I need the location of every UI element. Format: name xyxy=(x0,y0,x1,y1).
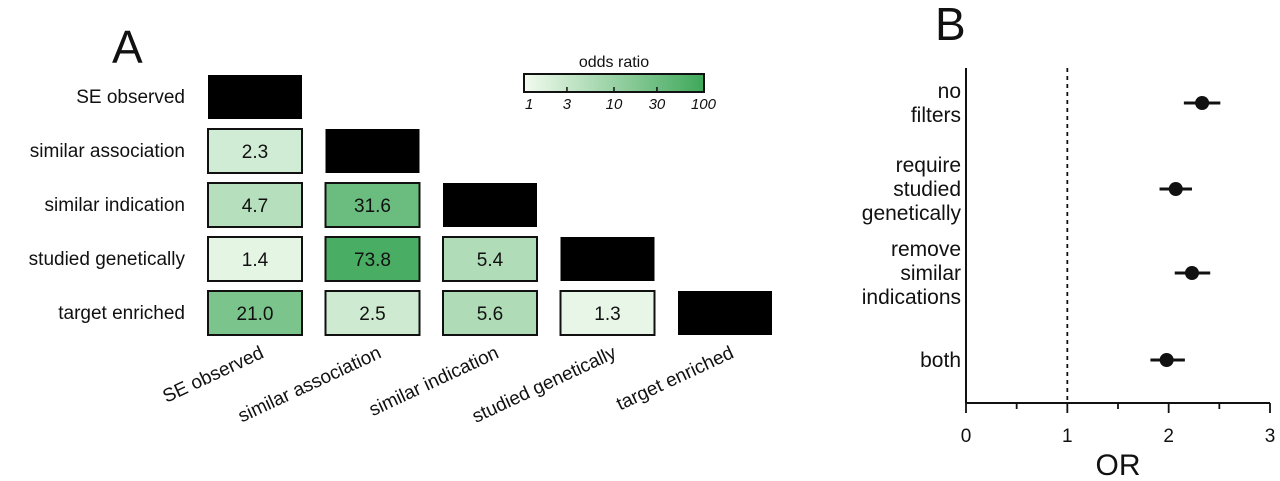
panel-b-letter: B xyxy=(935,0,966,50)
row-label: SE observed xyxy=(76,87,185,108)
cell-value-label: 4.7 xyxy=(242,196,268,217)
x-tick-label: 0 xyxy=(961,426,972,447)
diagonal-cell xyxy=(325,129,420,173)
panel-a-letter: A xyxy=(112,21,143,73)
heatmap-cell xyxy=(442,236,538,282)
cell-value-label: 21.0 xyxy=(237,304,274,325)
diagonal-cell xyxy=(560,237,655,281)
x-tick-label: 1 xyxy=(1062,426,1073,447)
heatmap-cell xyxy=(324,182,421,228)
odds-ratio-point xyxy=(1168,182,1183,196)
x-axis-label: OR xyxy=(1096,449,1141,481)
colorbar-tick-label: 30 xyxy=(649,96,666,113)
heatmap-cell xyxy=(324,290,421,336)
row-label: target enriched xyxy=(58,303,185,324)
colorbar-tick-label: 1 xyxy=(525,96,533,113)
odds-ratio-point xyxy=(1159,353,1174,367)
heatmap-cell xyxy=(559,290,656,336)
heatmap-cell xyxy=(324,236,421,282)
cell-value-label: 2.5 xyxy=(359,304,385,325)
heatmap-cell xyxy=(442,290,538,336)
column-label: SE observed xyxy=(160,342,267,407)
cell-value-label: 2.3 xyxy=(242,142,268,163)
heatmap-cell xyxy=(207,128,303,174)
cell-value-label: 31.6 xyxy=(354,196,391,217)
heatmap-cell xyxy=(207,236,303,282)
cell-value-label: 1.4 xyxy=(242,250,269,271)
column-label: target enriched xyxy=(613,342,737,415)
row-label: studied genetically xyxy=(29,249,186,270)
x-tick-label: 2 xyxy=(1163,426,1174,447)
diagonal-cell xyxy=(443,183,537,227)
cell-value-label: 5.6 xyxy=(477,304,503,325)
colorbar-tick-label: 3 xyxy=(563,96,572,113)
row-label: similar association xyxy=(30,141,185,162)
cell-value-label: 1.3 xyxy=(594,304,620,325)
colorbar-title: odds ratio xyxy=(579,54,649,71)
diagonal-cell xyxy=(678,291,772,335)
heatmap-cell xyxy=(207,290,303,336)
row-label: similar indication xyxy=(45,195,185,216)
colorbar: odds ratio 1 3 10 30 100 xyxy=(523,54,717,113)
colorbar-tick-label: 100 xyxy=(691,96,717,113)
odds-ratio-point xyxy=(1195,96,1210,110)
colorbar-tick-label: 10 xyxy=(606,96,623,113)
heatmap-cell xyxy=(207,182,303,228)
diagonal-cell xyxy=(208,75,302,119)
x-tick-label: 3 xyxy=(1265,426,1276,447)
row-category-label: both xyxy=(920,349,961,372)
cell-value-label: 5.4 xyxy=(477,250,504,271)
cell-value-label: 73.8 xyxy=(354,250,391,271)
heatmap-panel: SE observed similar association similar in… xyxy=(29,75,772,428)
odds-ratio-point xyxy=(1184,266,1199,280)
